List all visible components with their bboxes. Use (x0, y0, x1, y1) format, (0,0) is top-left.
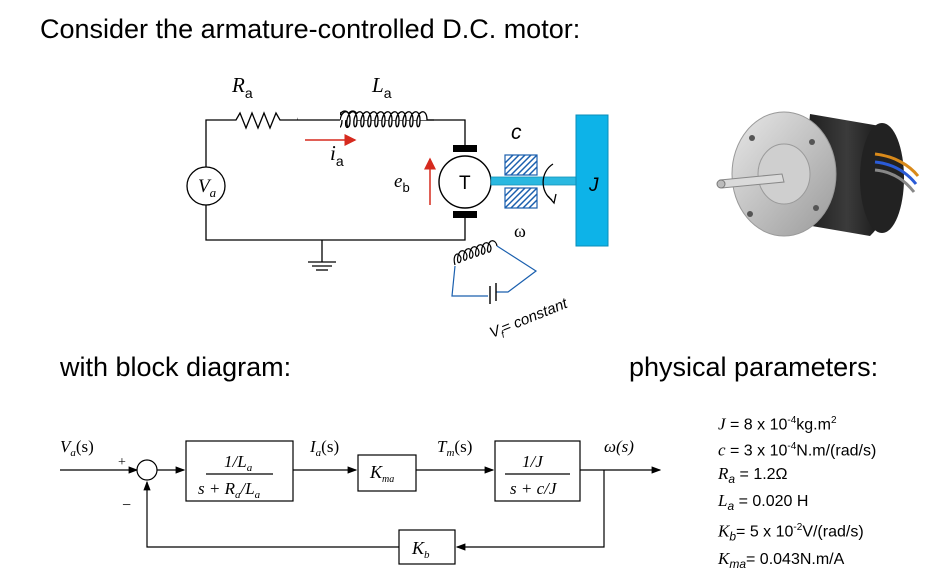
field-winding (453, 240, 498, 266)
feedback-line-left (143, 480, 399, 548)
wire-top-left (205, 119, 230, 168)
wire-bottom (205, 204, 466, 241)
block-mechanical-tf (494, 440, 581, 502)
label-damping: c (511, 121, 522, 144)
tf1-denominator: s + Ra/La (198, 479, 261, 501)
parameter-row: Ra = 1.2Ω (718, 463, 788, 486)
wire-top-right (434, 119, 466, 148)
label-la: La (371, 73, 392, 101)
parameter-row: La = 0.020 H (718, 490, 809, 514)
block-input-label: Va(s) (60, 437, 94, 459)
label-va: Va (198, 176, 217, 200)
parameter-row: Kma= 0.043N.m/A (718, 548, 845, 571)
field-wire-right (496, 245, 538, 293)
summing-junction (136, 459, 158, 481)
ground-symbol (308, 261, 336, 271)
sum-plus: + (118, 455, 126, 470)
block-kma (357, 454, 417, 492)
motor-brush-top (453, 145, 477, 152)
label-inertia: J (588, 175, 599, 196)
current-signal-label: Ia(s) (309, 437, 339, 459)
motor-photo (716, 111, 920, 237)
torque-signal-label: Tm(s) (437, 437, 472, 459)
field-wire-left (451, 265, 488, 297)
resistor-ra (230, 111, 298, 130)
parameter-row: Kb= 5 x 10-2V/(rad/s) (718, 521, 864, 544)
inductor-la-coils (339, 111, 434, 128)
block-armature-tf (185, 440, 294, 502)
block-diagram-heading: with block diagram: (60, 352, 292, 382)
tf1-numerator: 1/La (224, 452, 253, 474)
feedback-line-right (455, 470, 605, 551)
output-signal-label: ω(s) (604, 437, 634, 456)
physical-parameters-heading: physical parameters: (629, 352, 879, 382)
voltage-source-va (186, 166, 226, 206)
parameter-row: J = 8 x 10-4kg.m2 (718, 414, 837, 434)
page-title: Consider the armature-controlled D.C. mo… (40, 14, 581, 44)
sum-minus: − (122, 497, 131, 514)
parameter-list: J = 8 x 10-4kg.m2 c = 3 x 10-4N.m/(rad/s… (718, 410, 876, 575)
parameter-row: c = 3 x 10-4N.m/(rad/s) (718, 440, 877, 460)
tf2-denominator: s + c/J (510, 479, 558, 498)
inertia-disk (575, 114, 609, 247)
damping-bearings (504, 154, 538, 209)
kma-label: Kma (369, 462, 394, 485)
kb-label: Kb (411, 538, 430, 561)
label-omega: ω (514, 221, 526, 241)
block-kb (398, 529, 456, 565)
label-eb: eb (394, 171, 410, 195)
label-ia: ia (330, 141, 344, 169)
motor-brush-bottom (453, 211, 477, 218)
label-ra: Ra (231, 73, 253, 101)
tf2-numerator: 1/J (522, 452, 544, 471)
label-torque: T (459, 173, 471, 194)
